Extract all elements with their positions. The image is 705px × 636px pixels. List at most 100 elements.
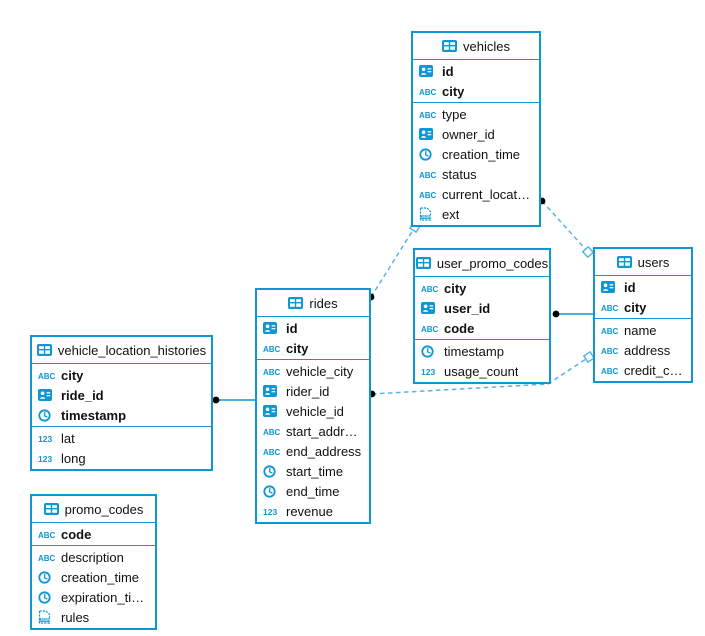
number-type-icon: 123: [38, 433, 56, 444]
table-header-user_promo_codes[interactable]: user_promo_codes: [415, 250, 549, 277]
svg-text:ABC: ABC: [419, 191, 437, 200]
column-row-timestamp[interactable]: timestamp: [32, 405, 211, 425]
column-name: usage_count: [444, 363, 519, 379]
column-row-creation_time[interactable]: creation_time: [32, 567, 155, 587]
text-type-icon: ABC: [38, 552, 56, 563]
timestamp-type-icon: [419, 147, 437, 161]
svg-text:JSON: JSON: [40, 618, 50, 622]
table-header-rides[interactable]: rides: [257, 290, 369, 317]
number-type-icon: 123: [38, 453, 56, 464]
text-type-icon: ABC: [421, 323, 439, 334]
table-header-vehicle_location_histories[interactable]: vehicle_location_histories: [32, 337, 211, 364]
column-row-city[interactable]: ABC city: [595, 297, 691, 317]
column-row-end_time[interactable]: end_time: [257, 481, 369, 501]
column-row-long[interactable]: 123 long: [32, 448, 211, 468]
column-row-id[interactable]: id: [257, 318, 369, 338]
column-name: revenue: [286, 503, 333, 519]
table-title: vehicles: [463, 38, 510, 54]
relation-vehicle_location_histories-to-rides[interactable]: [212, 396, 255, 404]
relation-line: [370, 226, 416, 298]
column-name: long: [61, 450, 86, 466]
timestamp-type-icon: [38, 570, 56, 584]
column-row-rules[interactable]: JSON rules: [32, 607, 155, 627]
relation-endpoint-dot: [552, 310, 560, 318]
svg-text:ABC: ABC: [421, 285, 439, 294]
column-name: city: [624, 299, 647, 315]
table-icon: [616, 256, 632, 268]
column-row-vehicle_id[interactable]: vehicle_id: [257, 401, 369, 421]
user-id-icon: [601, 281, 619, 293]
column-name: id: [442, 63, 454, 79]
column-name: start_address: [286, 423, 363, 439]
table-header-vehicles[interactable]: vehicles: [413, 33, 539, 60]
column-row-id[interactable]: id: [595, 277, 691, 297]
column-row-start_address[interactable]: ABC start_address: [257, 421, 369, 441]
column-row-expiration_time[interactable]: expiration_time: [32, 587, 155, 607]
column-name: rider_id: [286, 383, 330, 399]
relation-user_promo_codes-to-users[interactable]: [552, 310, 593, 318]
column-row-owner_id[interactable]: owner_id: [413, 124, 539, 144]
svg-text:ABC: ABC: [421, 325, 439, 334]
json-type-icon: JSON: [38, 610, 56, 624]
column-row-id[interactable]: id: [413, 61, 539, 81]
user-id-icon: [263, 385, 281, 397]
column-row-timestamp[interactable]: timestamp: [415, 341, 549, 361]
column-row-start_time[interactable]: start_time: [257, 461, 369, 481]
column-name: rules: [61, 609, 90, 625]
column-row-creation_time[interactable]: creation_time: [413, 144, 539, 164]
column-name: code: [61, 526, 92, 542]
columns-section: 123 lat 123 long: [32, 427, 211, 469]
relation-endpoint-square: [581, 245, 595, 259]
column-name: start_time: [286, 463, 344, 479]
timestamp-type-icon: [263, 464, 281, 478]
column-row-ride_id[interactable]: ride_id: [32, 385, 211, 405]
text-type-icon: ABC: [601, 365, 619, 376]
column-row-rider_id[interactable]: rider_id: [257, 381, 369, 401]
column-name: lat: [61, 430, 75, 446]
table-title: promo_codes: [64, 501, 144, 517]
table-header-users[interactable]: users: [595, 249, 691, 276]
svg-text:ABC: ABC: [263, 428, 281, 437]
column-name: creation_time: [61, 569, 140, 585]
column-row-lat[interactable]: 123 lat: [32, 428, 211, 448]
timestamp-type-icon: [38, 590, 56, 604]
column-row-user_id[interactable]: user_id: [415, 298, 549, 318]
user-id-icon: [419, 65, 437, 77]
timestamp-type-icon: [263, 484, 281, 498]
column-name: owner_id: [442, 126, 495, 142]
svg-text:ABC: ABC: [38, 554, 56, 563]
table-title: users: [637, 254, 670, 270]
svg-text:ABC: ABC: [601, 304, 619, 313]
table-header-promo_codes[interactable]: promo_codes: [32, 496, 155, 523]
column-name: id: [624, 279, 636, 295]
column-name: vehicle_id: [286, 403, 344, 419]
